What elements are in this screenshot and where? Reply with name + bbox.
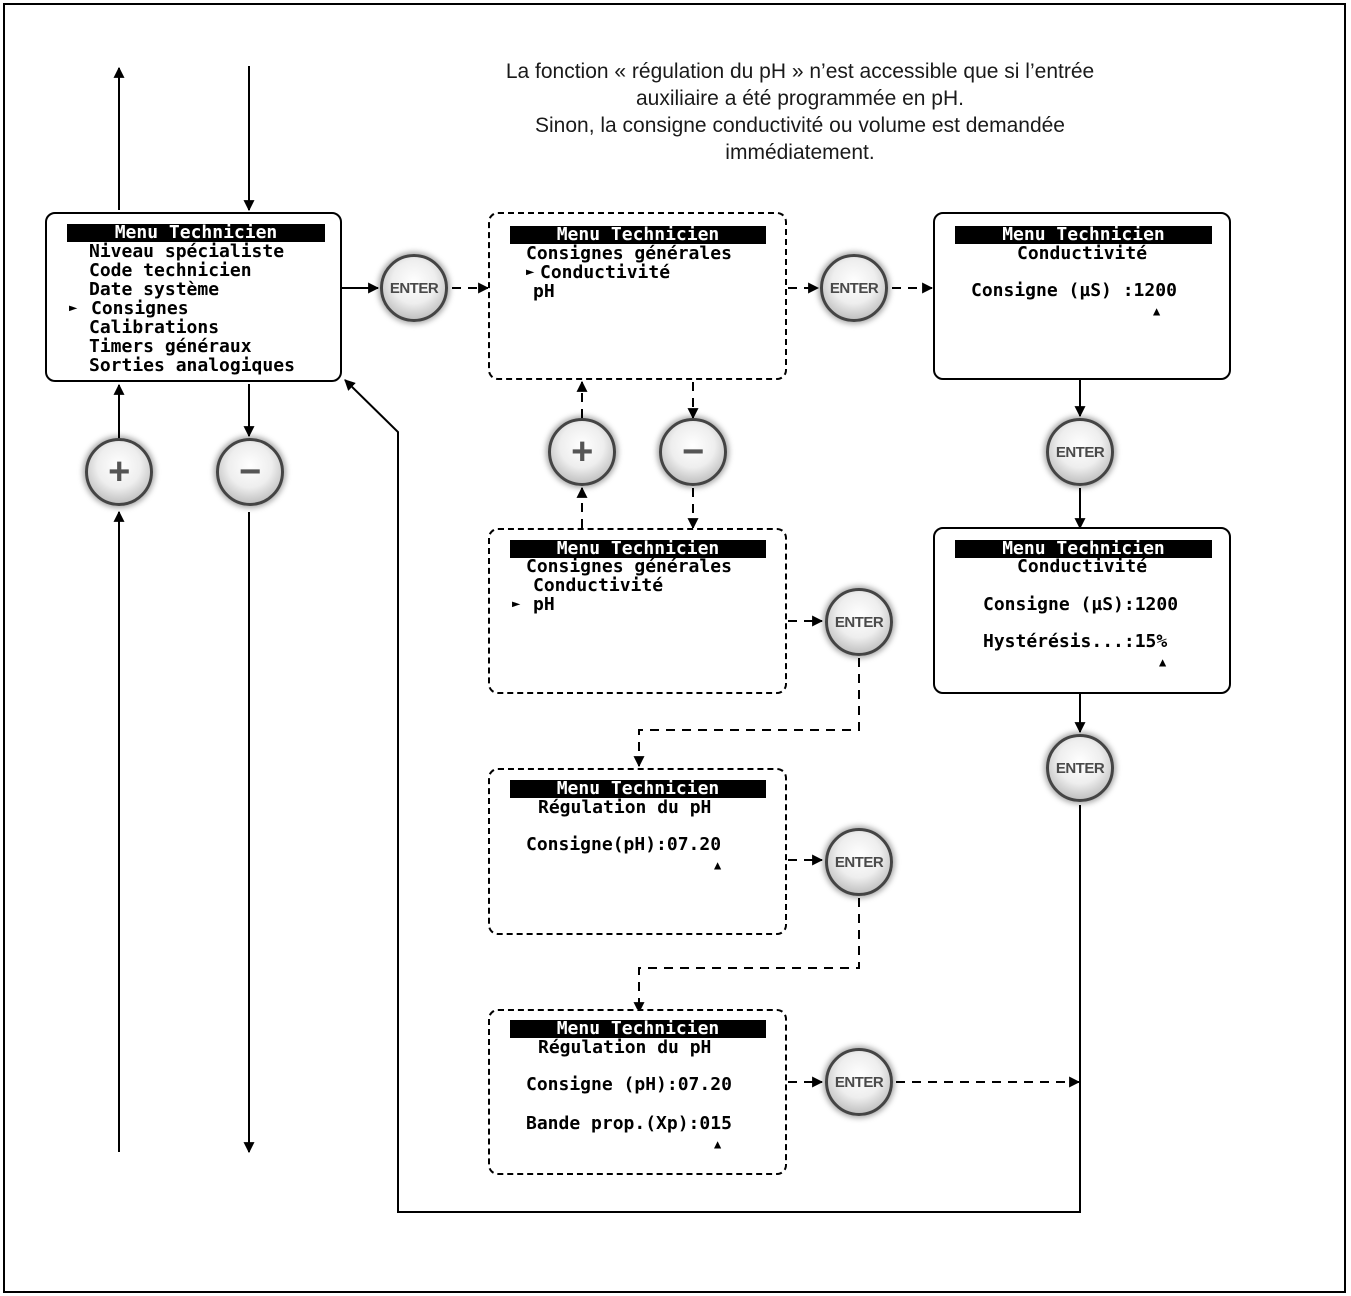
page-frame [3, 3, 1346, 1293]
plus-button[interactable]: + [548, 418, 616, 486]
screen-subtitle: Régulation du pH [538, 797, 712, 818]
ph-setpoint-field[interactable]: Consigne(pH):07.20 [526, 834, 722, 855]
menu-item-date-systeme[interactable]: Date système [89, 279, 220, 300]
enter-button[interactable]: ENTER [825, 828, 893, 896]
menu-item-niveau-specialiste[interactable]: Niveau spécialiste [89, 241, 285, 262]
ph-note-line: Sinon, la consigne conductivité ou volum… [534, 114, 1065, 137]
hysteresis-field[interactable]: Hystérésis...:15% [983, 631, 1168, 652]
cursor-arrow: ► [69, 300, 78, 316]
enter6-to-ph2-arrow [633, 898, 860, 1014]
edit-caret-icon: ▲ [714, 858, 722, 872]
plus-button[interactable]: + [85, 438, 153, 506]
menu-item-ph[interactable]: pH [533, 281, 555, 302]
ph-setpoint-screen: Menu Technicien Régulation du pH Consign… [488, 768, 787, 935]
ph-note-line: La fonction « régulation du pH » n’est a… [505, 60, 1095, 83]
enter-button[interactable]: ENTER [820, 254, 888, 322]
setpoints-conductivity-screen: Menu Technicien Consignes générales ► Co… [488, 212, 787, 380]
enter-button[interactable]: ENTER [825, 1048, 893, 1116]
main-menu-screen: Menu Technicien Niveau spécialiste Code … [45, 212, 342, 382]
screen-subtitle: Régulation du pH [538, 1037, 712, 1058]
enter-button[interactable]: ENTER [380, 254, 448, 322]
screen-title: Menu Technicien [510, 226, 766, 244]
menu-item-code-technicien[interactable]: Code technicien [89, 260, 252, 281]
menu-item-ph[interactable]: pH [533, 594, 555, 615]
conductivity-setpoint-screen: Menu Technicien Conductivité Consigne (µ… [933, 212, 1231, 380]
edit-caret-icon: ▲ [1159, 655, 1167, 669]
cursor-arrow: ► [512, 596, 521, 612]
conductivity-setpoint-field[interactable]: Consigne (µS):1200 [983, 594, 1179, 615]
menu-item-sorties-analogiques[interactable]: Sorties analogiques [89, 355, 295, 376]
screen-subtitle: Conductivité [1017, 243, 1148, 264]
setpoints-ph-screen: Menu Technicien Consignes générales Cond… [488, 528, 787, 694]
ph-proportional-band-screen: Menu Technicien Régulation du pH Consign… [488, 1009, 787, 1175]
screen-title: Menu Technicien [510, 540, 766, 558]
screen-title: Menu Technicien [510, 1020, 766, 1038]
conductivity-setpoint-field[interactable]: Consigne (µS) :1200 [971, 280, 1177, 301]
screen-title: Menu Technicien [510, 780, 766, 798]
edit-caret-icon: ▲ [714, 1137, 722, 1151]
ph-note: La fonction « régulation du pH » n’est a… [470, 58, 1130, 166]
ph-note-line: immédiatement. [725, 141, 875, 164]
ph-note-line: auxiliaire a été programmée en pH. [635, 87, 964, 110]
enter5-to-ph1-arrow [633, 658, 860, 768]
menu-item-calibrations[interactable]: Calibrations [89, 317, 220, 338]
proportional-band-field[interactable]: Bande prop.(Xp):015 [526, 1113, 732, 1134]
cursor-arrow: ► [526, 264, 535, 280]
return-to-main-arrow [344, 379, 1081, 1213]
minus-button[interactable]: − [659, 418, 727, 486]
enter-button[interactable]: ENTER [1046, 418, 1114, 486]
enter-button[interactable]: ENTER [1046, 734, 1114, 802]
conductivity-hysteresis-screen: Menu Technicien Conductivité Consigne (µ… [933, 527, 1231, 694]
screen-title: Menu Technicien [955, 540, 1212, 558]
menu-item-conductivite[interactable]: Conductivité [540, 262, 671, 283]
menu-item-consignes[interactable]: Consignes [91, 298, 189, 319]
screen-subtitle: Conductivité [1017, 556, 1148, 577]
screen-subtitle: Consignes générales [526, 556, 732, 577]
minus-button[interactable]: − [216, 438, 284, 506]
screen-title: Menu Technicien [67, 224, 325, 242]
edit-caret-icon: ▲ [1153, 304, 1161, 318]
screen-subtitle: Consignes générales [526, 243, 732, 264]
screen-title: Menu Technicien [955, 226, 1212, 244]
menu-item-conductivite[interactable]: Conductivité [533, 575, 664, 596]
menu-item-timers-generaux[interactable]: Timers généraux [89, 336, 252, 357]
ph-setpoint-field[interactable]: Consigne (pH):07.20 [526, 1074, 732, 1095]
enter-button[interactable]: ENTER [825, 588, 893, 656]
